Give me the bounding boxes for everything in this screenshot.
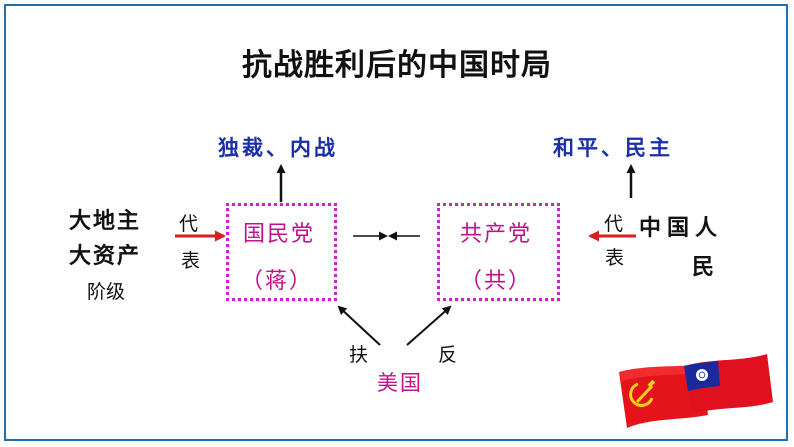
usa-oppose-label: 反 xyxy=(438,344,458,366)
right-represent-char2: 表 xyxy=(605,247,625,269)
usa-label: 美国 xyxy=(377,371,423,395)
right-represent-char1: 代 xyxy=(604,213,624,235)
left-represent-char1: 代 xyxy=(179,213,199,235)
usa-support-arrow xyxy=(337,305,381,346)
left-class-line2: 大资产 xyxy=(69,243,142,269)
left-represent-char2: 表 xyxy=(181,250,201,272)
ccp-leader-label: （共） xyxy=(460,269,533,294)
kmt-party-label: 国民党 xyxy=(243,222,316,247)
kmt-leader-label: （蒋） xyxy=(241,269,314,294)
kmt-goal-label: 独裁、内战 xyxy=(218,135,338,160)
ccp-box: 共产党 （共） xyxy=(437,203,560,301)
soviet-flag xyxy=(619,364,708,428)
right-people-line2: 民 xyxy=(692,254,717,280)
left-class-line1: 大地主 xyxy=(69,208,142,234)
ccp-goal-label: 和平、民主 xyxy=(553,135,673,160)
page-title: 抗战胜利后的中国时局 xyxy=(242,48,552,83)
kmt-box: 国民党 （蒋） xyxy=(226,203,337,301)
right-people-line1: 中国人 xyxy=(639,215,724,241)
usa-support-label: 扶 xyxy=(349,344,369,366)
left-class-line3: 阶级 xyxy=(87,281,126,303)
ccp-party-label: 共产党 xyxy=(460,222,533,247)
slide-frame xyxy=(4,4,788,441)
roc-flag xyxy=(684,354,773,414)
usa-oppose-arrow xyxy=(406,305,452,346)
